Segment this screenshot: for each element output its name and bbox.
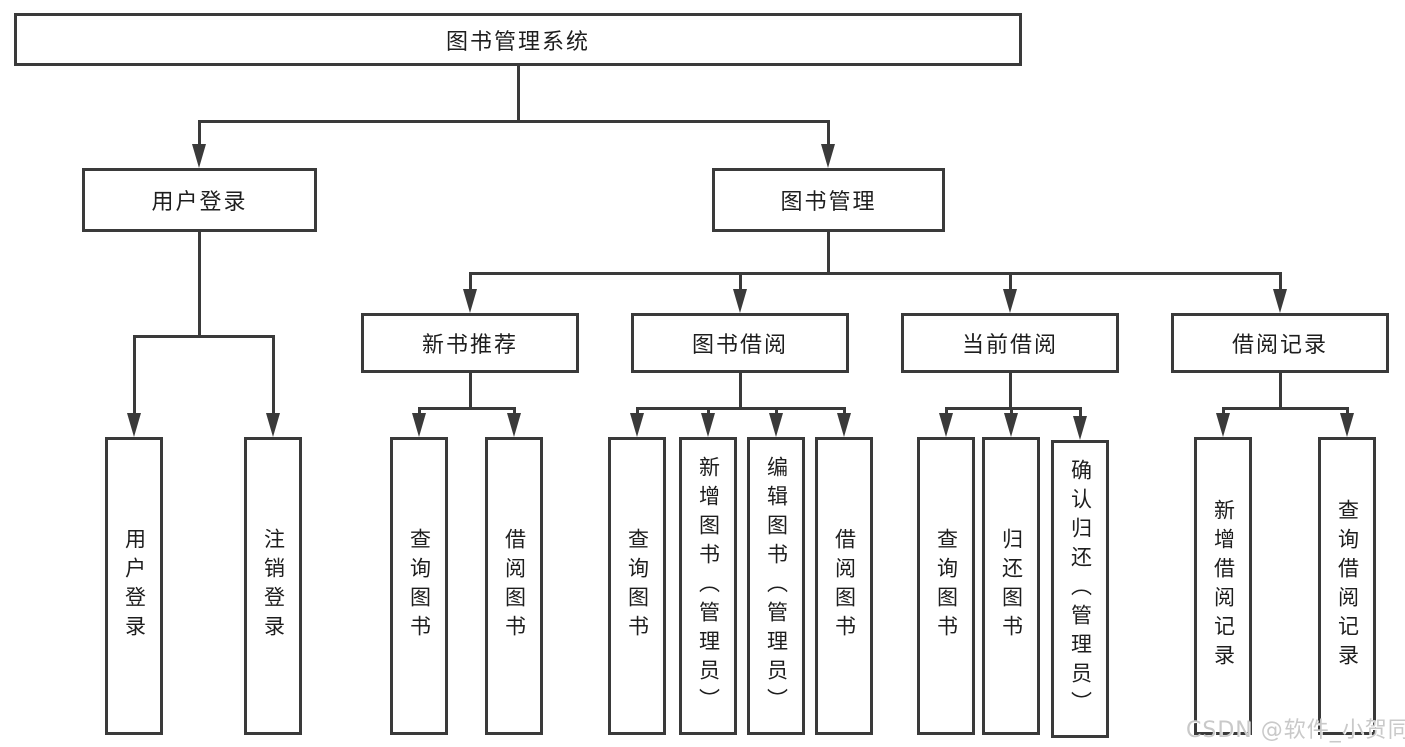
leaf-add-borrow-record: 新增借阅记录: [1194, 437, 1252, 735]
leaf-confirm-return-admin: 确认归还（管理员）: [1051, 440, 1109, 738]
node-book-management: 图书管理: [712, 168, 945, 232]
node-current-borrowing: 当前借阅: [901, 313, 1119, 373]
leaf-label: 查询图书: [625, 528, 650, 644]
arrow-down-icon: [939, 413, 953, 437]
leaf-label: 归还图书: [999, 528, 1024, 644]
node-book-borrowing: 图书借阅: [631, 313, 849, 373]
leaf-label: 用户登录: [122, 528, 147, 644]
node-user-login: 用户登录: [82, 168, 317, 232]
connector-line: [272, 335, 275, 417]
arrow-down-icon: [733, 289, 747, 313]
arrow-down-icon: [630, 413, 644, 437]
connector-line: [636, 407, 846, 410]
connector-line: [1222, 407, 1349, 410]
leaf-label: 新增图书（管理员）: [696, 455, 721, 717]
node-library-system: 图书管理系统: [14, 13, 1022, 66]
leaf-query-books-recommend: 查询图书: [390, 437, 448, 735]
connector-line: [469, 272, 1282, 275]
connector-line: [1279, 272, 1282, 296]
arrow-down-icon: [1216, 413, 1230, 437]
node-label: 图书管理系统: [445, 29, 590, 55]
node-borrowing-records: 借阅记录: [1171, 313, 1389, 373]
leaf-query-borrow-record: 查询借阅记录: [1318, 437, 1376, 735]
arrow-down-icon: [266, 413, 280, 437]
leaf-return-books: 归还图书: [982, 437, 1040, 735]
connector-line: [827, 120, 830, 152]
node-label: 用户登录: [151, 190, 248, 215]
arrow-down-icon: [821, 144, 835, 168]
leaf-label: 确认归还（管理员）: [1068, 458, 1093, 720]
connector-line: [469, 272, 472, 296]
leaf-user-login: 用户登录: [105, 437, 163, 735]
node-label: 图书管理: [780, 190, 877, 215]
connector-line: [739, 272, 742, 296]
arrow-down-icon: [1004, 413, 1018, 437]
connector-line: [1079, 407, 1082, 419]
connector-line: [418, 407, 516, 410]
connector-line: [827, 232, 830, 275]
node-label: 图书借阅: [691, 333, 788, 358]
connector-line: [198, 232, 201, 338]
leaf-label: 借阅图书: [832, 528, 857, 644]
arrow-down-icon: [1073, 416, 1087, 440]
node-label: 新书推荐: [421, 333, 518, 358]
arrow-down-icon: [769, 413, 783, 437]
arrow-down-icon: [127, 413, 141, 437]
arrow-down-icon: [412, 413, 426, 437]
leaf-label: 查询借阅记录: [1335, 499, 1360, 673]
connector-line: [1279, 373, 1282, 409]
leaf-label: 注销登录: [261, 528, 286, 644]
leaf-label: 新增借阅记录: [1211, 499, 1236, 673]
leaf-borrow-books-recommend: 借阅图书: [485, 437, 543, 735]
node-label: 借阅记录: [1231, 333, 1328, 358]
leaf-add-books-admin: 新增图书（管理员）: [679, 437, 737, 735]
connector-line: [739, 373, 742, 409]
arrow-down-icon: [463, 289, 477, 313]
leaf-borrow-books: 借阅图书: [815, 437, 873, 735]
leaf-logout-login: 注销登录: [244, 437, 302, 735]
connector-line: [517, 66, 520, 122]
connector-line: [198, 120, 830, 123]
arrow-down-icon: [192, 144, 206, 168]
connector-line: [198, 120, 201, 152]
leaf-label: 编辑图书（管理员）: [764, 455, 789, 717]
leaf-label: 查询图书: [934, 528, 959, 644]
leaf-label: 借阅图书: [502, 528, 527, 644]
arrow-down-icon: [837, 413, 851, 437]
leaf-label: 查询图书: [407, 528, 432, 644]
leaf-query-books-borrow: 查询图书: [608, 437, 666, 735]
connector-line: [1009, 373, 1012, 409]
connector-line: [133, 335, 275, 338]
connector-line: [1009, 272, 1012, 296]
connector-line: [945, 407, 1082, 410]
node-label: 当前借阅: [961, 333, 1058, 358]
arrow-down-icon: [507, 413, 521, 437]
leaf-query-books-current: 查询图书: [917, 437, 975, 735]
connector-line: [469, 373, 472, 409]
node-new-book-recommend: 新书推荐: [361, 313, 579, 373]
watermark: CSDN @软件_小贺同学: [1186, 718, 1405, 743]
arrow-down-icon: [1003, 289, 1017, 313]
arrow-down-icon: [1273, 289, 1287, 313]
connector-line: [133, 335, 136, 417]
arrow-down-icon: [1340, 413, 1354, 437]
arrow-down-icon: [701, 413, 715, 437]
leaf-edit-books-admin: 编辑图书（管理员）: [747, 437, 805, 735]
